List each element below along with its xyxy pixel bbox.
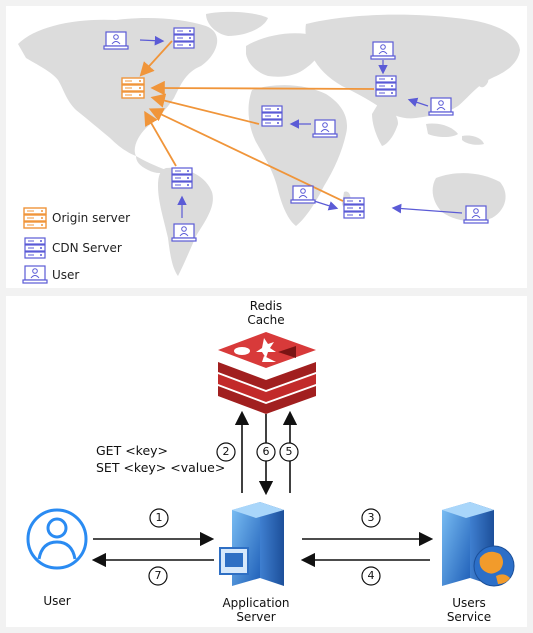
step-circle-6 [256,442,276,462]
user-icon [103,31,129,50]
step-number-4: 4 [367,569,375,582]
step-circle-4 [361,566,381,586]
user-icon [370,41,396,60]
arrow-europe-cdn-to-origin [150,93,260,125]
legend-cdn-icon [24,237,46,259]
user-label: User [43,594,71,608]
application-server-label: Application Server [222,596,290,624]
redis-cache-label: Redis Cache [247,299,285,327]
step-circle-2 [216,442,236,462]
redis-logo-icon [218,332,316,414]
legend-origin-label: Origin server [52,211,131,225]
arrow-user-to-na-cdn [139,35,165,46]
step-number-1: 1 [155,511,163,524]
redis-architecture-panel: 2 6 5 1 7 3 4 Redis Cache GET <key> SET … [6,296,527,627]
world-map-svg [18,11,520,284]
set-command: SET <key> <value> [96,460,226,475]
legend-origin-icon [23,207,47,229]
step-circle-7 [148,566,168,586]
cdn-server-icon [171,167,193,189]
cdn-server-icon [375,75,397,97]
legend-cdn-label: CDN Server [52,241,122,255]
step-circle-1 [149,508,169,528]
land-masses [18,11,520,276]
step-number-2: 2 [222,445,230,458]
step-circle-3 [361,508,381,528]
arrow-sa-cdn-to-origin [144,110,177,167]
legend-user-label: User [52,268,80,282]
arrow-user-to-africa-cdn-2 [391,203,463,214]
step-number-7: 7 [154,569,162,582]
redis-commands-label: GET <key> SET <key> <value> [96,442,225,476]
user-icon [312,119,338,138]
architecture-svg [26,332,515,587]
arrow-user-to-africa-cdn [313,200,339,211]
get-command: GET <key> [96,443,169,458]
user-icon [171,223,197,242]
step-number-6: 6 [262,445,270,458]
arrow-na-cdn-to-origin [139,40,173,77]
user-arrows [139,35,463,218]
arrow-user-to-asia-cdn-2 [407,97,429,107]
application-server-icon [219,502,284,586]
origin-server-icon [121,77,145,99]
step-circle-5 [279,442,299,462]
user-avatar-icon [26,508,88,570]
cdn-server-icon [173,27,195,49]
cdn-server-icon [261,105,283,127]
step-number-5: 5 [285,445,293,458]
cdn-server-icon [343,197,365,219]
users-service-label: Users Service [446,596,492,624]
cdn-map-panel: Origin server CDN Server User [6,6,527,288]
user-icon [290,185,316,204]
user-icon [428,97,454,116]
legend-user-icon [22,265,48,284]
arrow-asia-cdn-to-origin [150,80,375,96]
step-number-3: 3 [367,511,375,524]
users-service-server-icon [442,502,515,587]
user-icon [463,205,489,224]
